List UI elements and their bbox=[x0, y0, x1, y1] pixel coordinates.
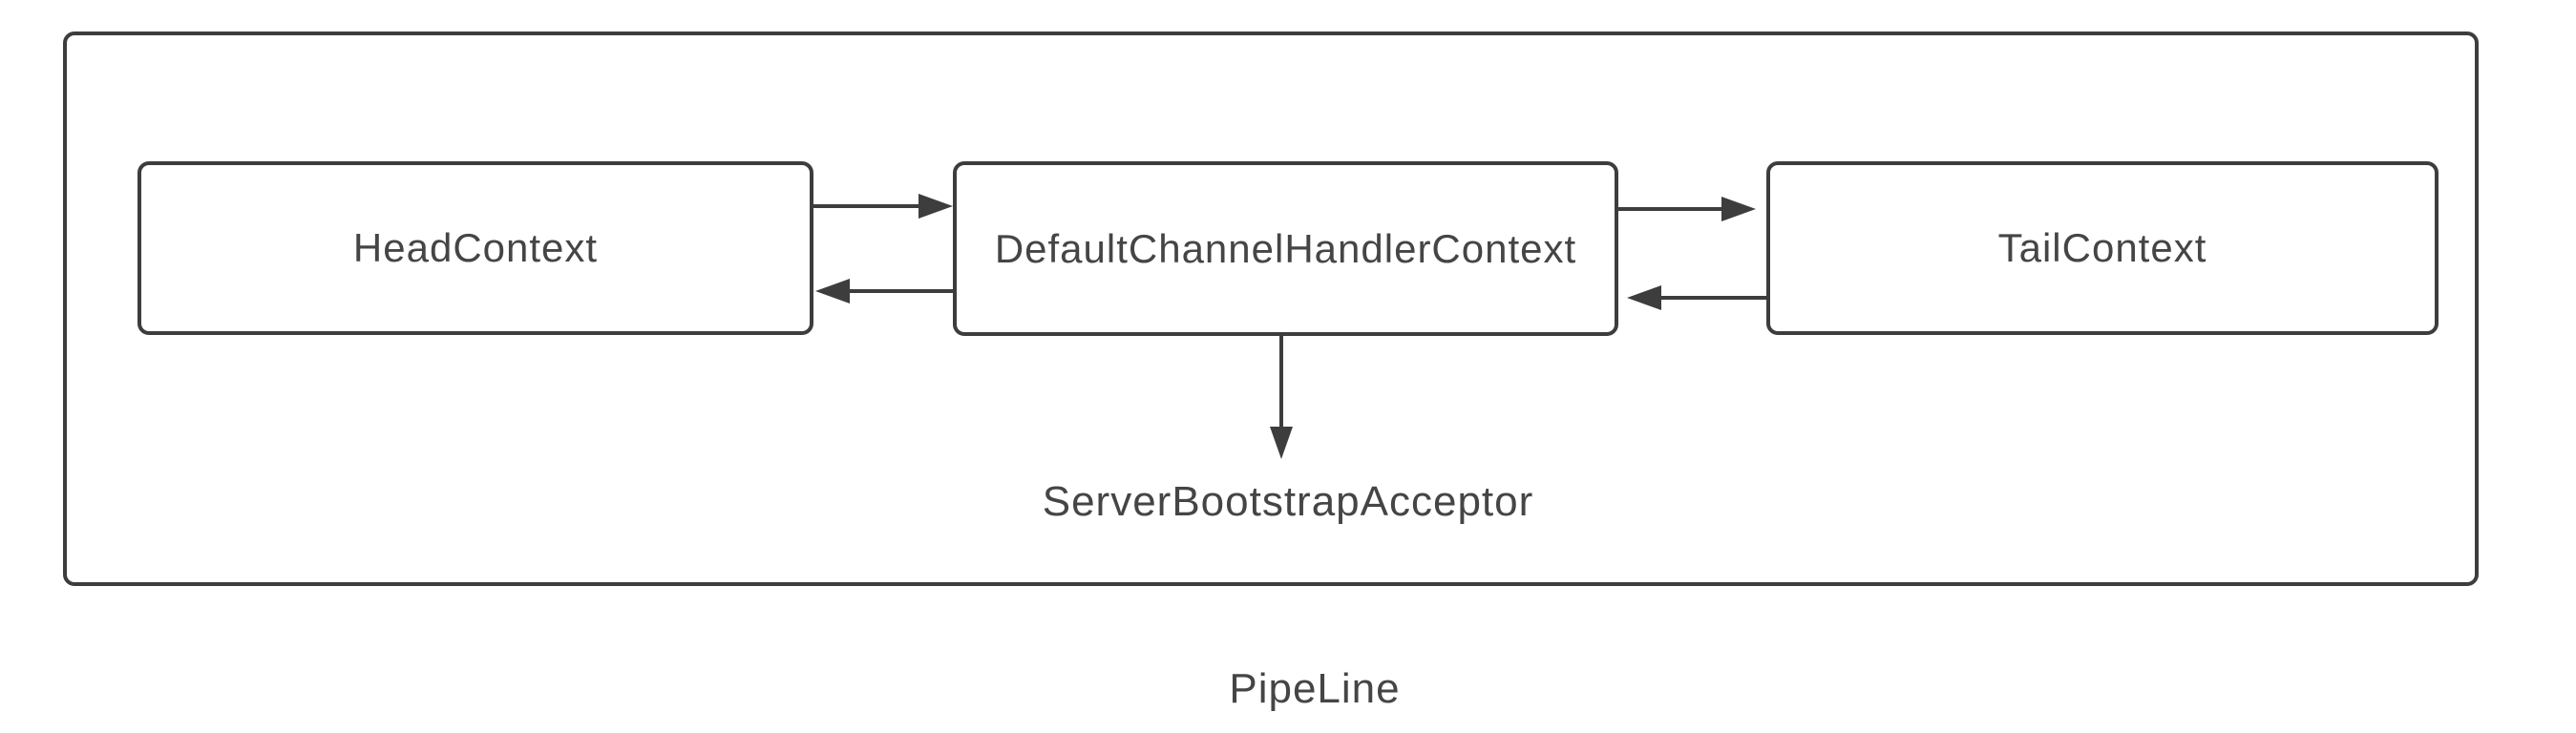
arrow-shaft bbox=[813, 204, 920, 208]
arrow-shaft bbox=[1618, 207, 1723, 211]
node-default-channel-handler-context-label: DefaultChannelHandlerContext bbox=[994, 225, 1577, 271]
arrowhead-right-icon bbox=[918, 194, 953, 219]
node-default-channel-handler-context: DefaultChannelHandlerContext bbox=[953, 161, 1618, 336]
arrowhead-right-icon bbox=[1721, 197, 1756, 221]
server-bootstrap-acceptor-label: ServerBootstrapAcceptor bbox=[1042, 478, 1534, 525]
node-tail-context: TailContext bbox=[1766, 161, 2439, 335]
arrowhead-down-icon bbox=[1270, 427, 1293, 459]
diagram-caption: PipeLine bbox=[1229, 665, 1401, 712]
node-head-context-label: HeadContext bbox=[352, 225, 599, 270]
arrow-shaft bbox=[1279, 336, 1283, 428]
arrowhead-left-icon bbox=[1627, 285, 1661, 310]
arrowhead-left-icon bbox=[815, 279, 850, 304]
arrow-shaft bbox=[1661, 296, 1766, 300]
node-tail-context-label: TailContext bbox=[1997, 225, 2207, 270]
node-head-context: HeadContext bbox=[137, 161, 813, 335]
arrow-shaft bbox=[850, 289, 957, 293]
